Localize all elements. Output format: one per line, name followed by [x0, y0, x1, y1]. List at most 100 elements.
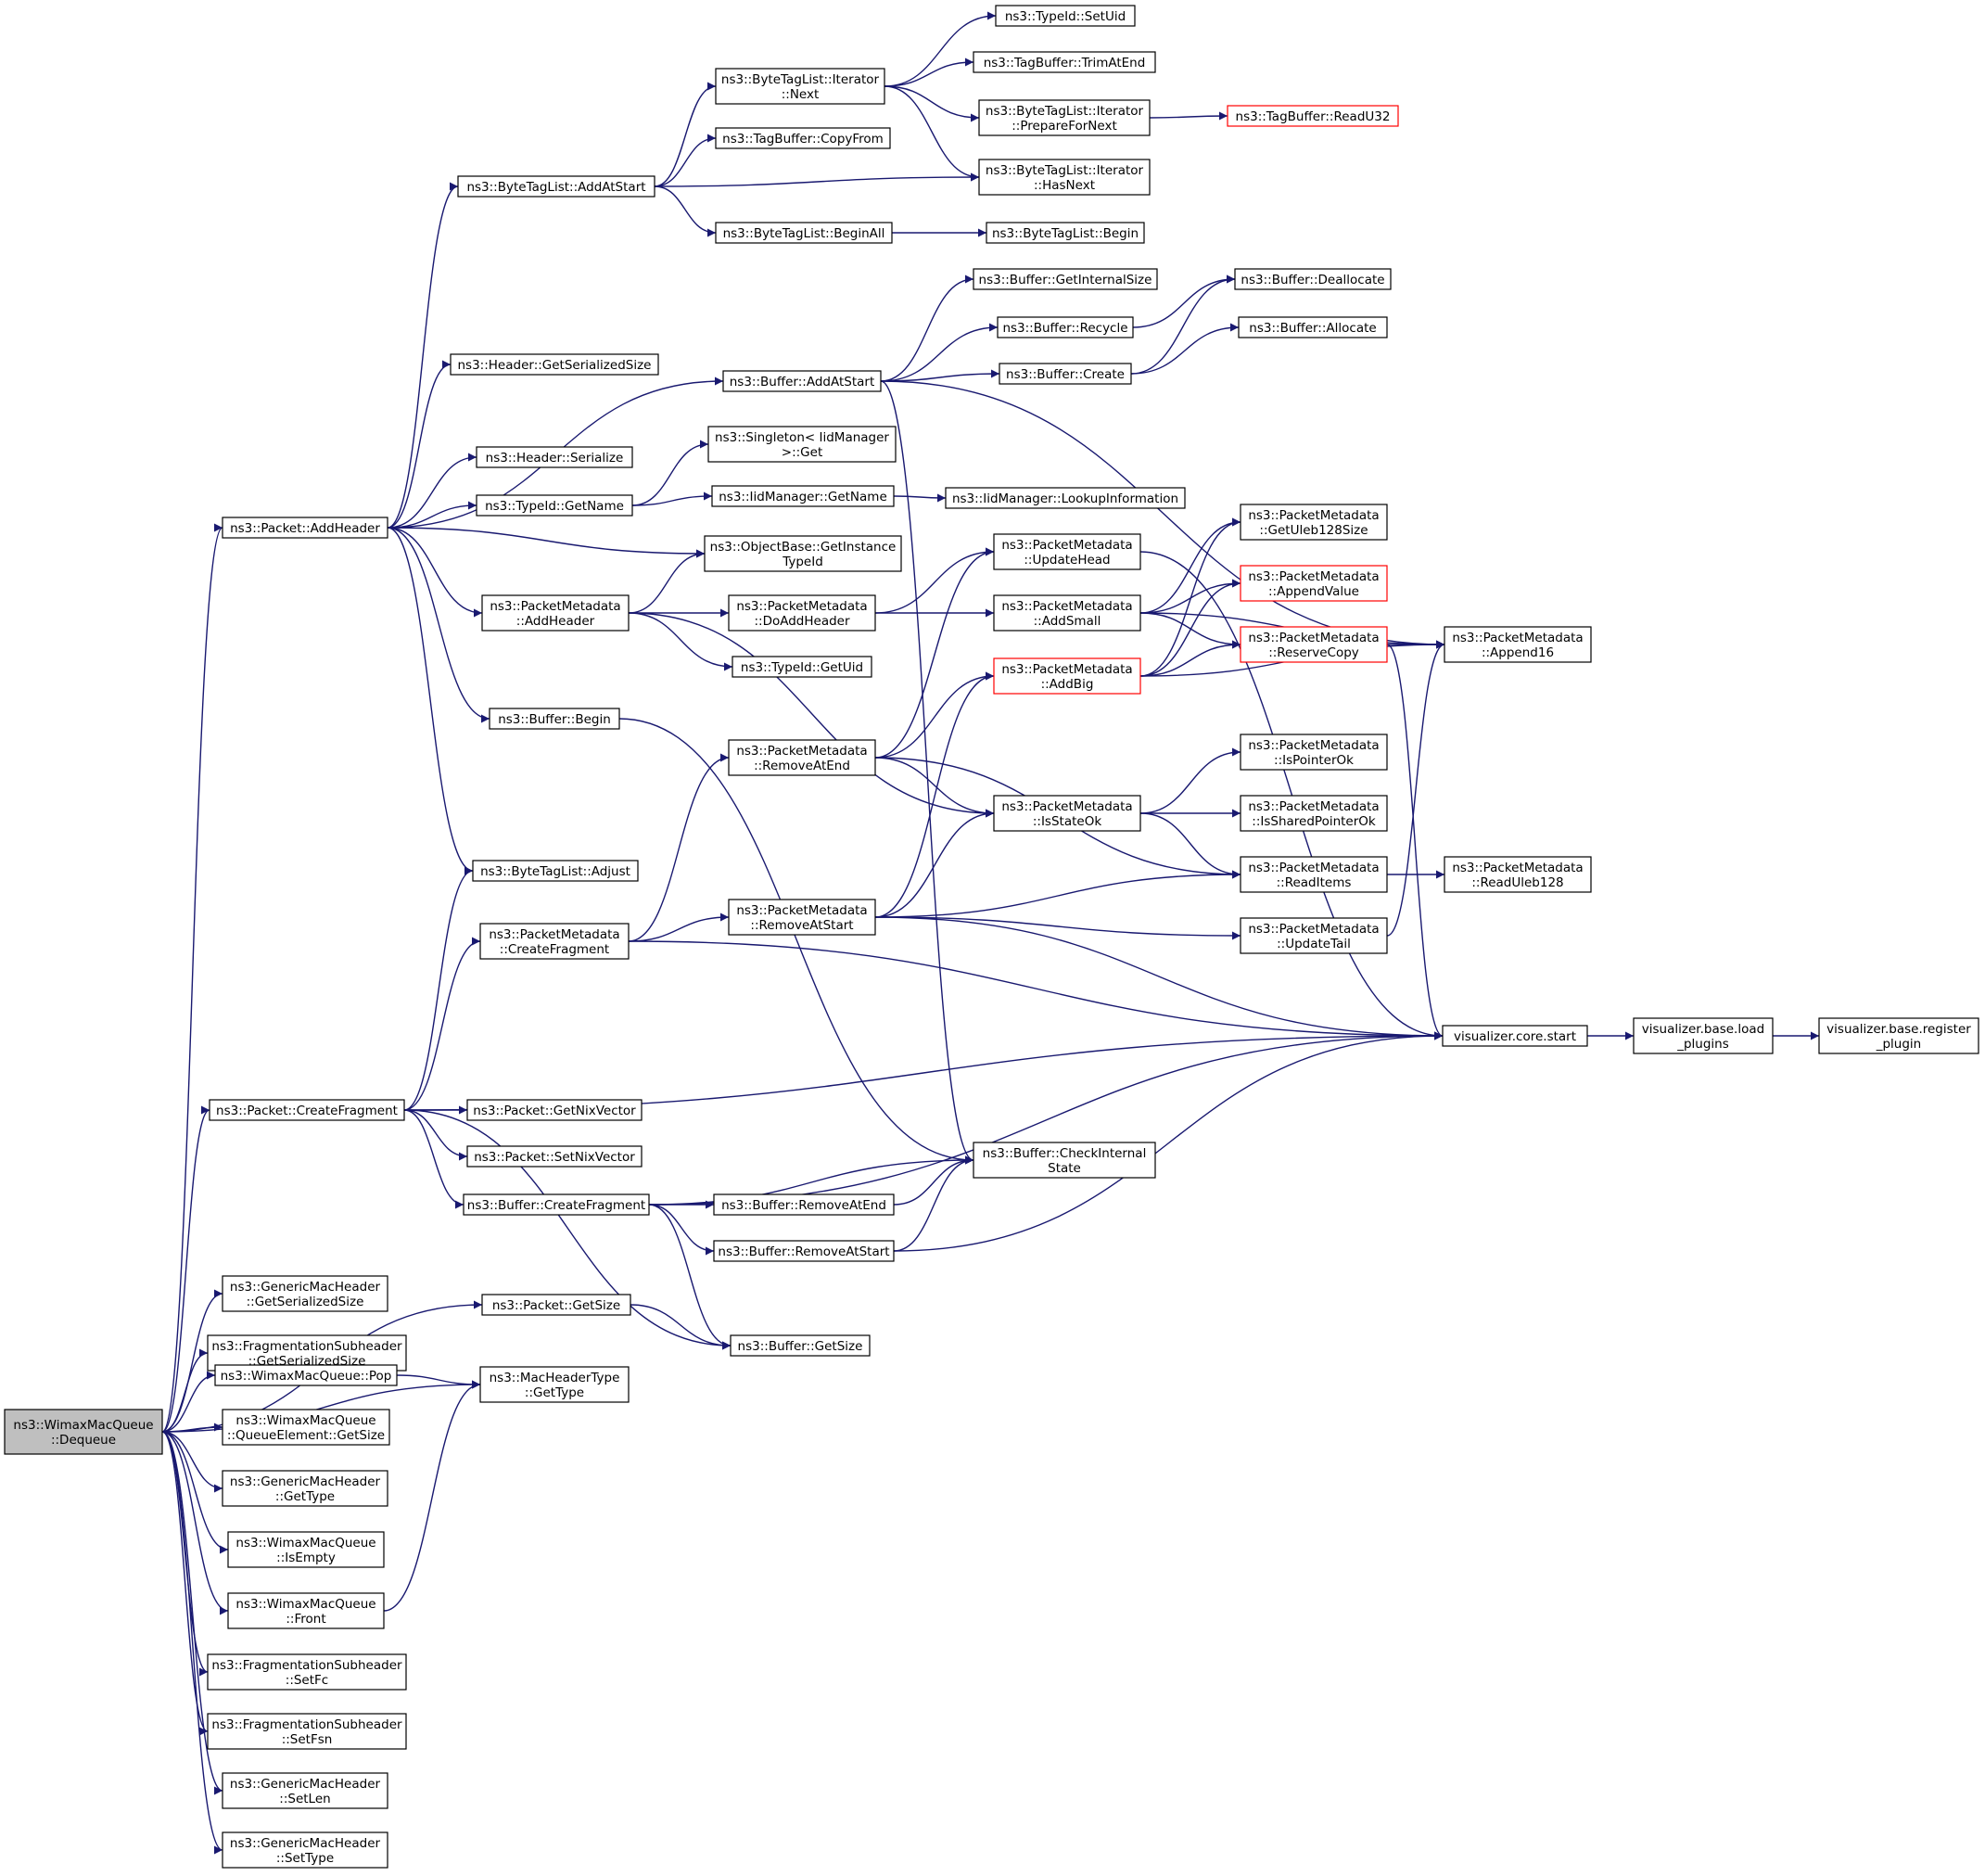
edge-addheader-to-buf_begin	[387, 527, 490, 723]
node-deq[interactable]: ns3::WimaxMacQueue::Dequeue	[4, 1409, 163, 1455]
node-label-line: ns3::PacketMetadata	[1248, 569, 1379, 584]
node-iid_lookup[interactable]: ns3::IidManager::LookupInformation	[945, 487, 1186, 509]
node-isempty[interactable]: ns3::WimaxMacQueue::IsEmpty	[227, 1531, 385, 1568]
node-box	[732, 656, 872, 678]
node-label-line: ns3::TypeId::GetName	[485, 499, 624, 514]
node-box	[222, 1772, 388, 1809]
node-createfrag[interactable]: ns3::Packet::CreateFragment	[209, 1099, 405, 1121]
node-tb_copyfrom[interactable]: ns3::TagBuffer::CopyFrom	[715, 127, 891, 149]
node-buf_getsize[interactable]: ns3::Buffer::GetSize	[730, 1334, 871, 1357]
node-pm_ispointerok[interactable]: ns3::PacketMetadata::IsPointerOk	[1240, 734, 1388, 771]
edge-deq-to-settype	[161, 1431, 223, 1855]
node-hdr_ser[interactable]: ns3::Header::Serialize	[476, 446, 633, 468]
node-iid_getname[interactable]: ns3::IidManager::GetName	[711, 485, 895, 507]
node-setfc[interactable]: ns3::FragmentationSubheader::SetFc	[207, 1653, 407, 1691]
node-buf_alloc[interactable]: ns3::Buffer::Allocate	[1238, 316, 1388, 338]
edge-pop-to-mht_gettype	[396, 1374, 481, 1389]
node-pm_reservecopy[interactable]: ns3::PacketMetadata::ReserveCopy	[1240, 626, 1388, 663]
edge-btl_addatstart-to-it_next	[654, 82, 717, 187]
node-label-line: ::IsSharedPointerOk	[1252, 814, 1376, 829]
edge-deq-to-fsh_gss	[161, 1348, 209, 1433]
node-settype[interactable]: ns3::GenericMacHeader::SetType	[222, 1831, 388, 1869]
node-label-line: ::RemoveAtStart	[750, 918, 853, 933]
node-box	[995, 5, 1136, 27]
node-pm_removeatend[interactable]: ns3::PacketMetadata::RemoveAtEnd	[728, 739, 876, 776]
node-buf_getinternalsize[interactable]: ns3::Buffer::GetInternalSize	[973, 268, 1158, 290]
node-box	[4, 1409, 163, 1455]
node-gmh_gettype[interactable]: ns3::GenericMacHeader::GetType	[222, 1470, 388, 1507]
node-pm_readitems[interactable]: ns3::PacketMetadata::ReadItems	[1240, 856, 1388, 893]
node-buf_dealloc[interactable]: ns3::Buffer::Deallocate	[1234, 268, 1392, 290]
node-pm_addbig[interactable]: ns3::PacketMetadata::AddBig	[993, 657, 1141, 695]
node-hdr_gss[interactable]: ns3::Header::GetSerializedSize	[450, 353, 659, 376]
node-setfsn[interactable]: ns3::FragmentationSubheader::SetFsn	[207, 1713, 407, 1750]
node-addheader[interactable]: ns3::Packet::AddHeader	[222, 517, 388, 539]
node-pm_doaddheader[interactable]: ns3::PacketMetadata::DoAddHeader	[728, 594, 876, 632]
node-box	[209, 1099, 405, 1121]
node-btl_beginall[interactable]: ns3::ByteTagList::BeginAll	[715, 222, 893, 244]
node-buf_removeatstart[interactable]: ns3::Buffer::RemoveAtStart	[713, 1240, 895, 1262]
node-pm_updatehead[interactable]: ns3::PacketMetadata::UpdateHead	[993, 533, 1141, 570]
node-box	[481, 594, 630, 632]
node-buf_recycle[interactable]: ns3::Buffer::Recycle	[997, 316, 1134, 338]
node-label-line: _plugins	[1676, 1037, 1729, 1052]
node-box	[728, 899, 876, 936]
node-typeid_getname[interactable]: ns3::TypeId::GetName	[476, 494, 633, 517]
node-tb_trimatend[interactable]: ns3::TagBuffer::TrimAtEnd	[973, 51, 1156, 73]
node-label-line: ns3::WimaxMacQueue	[235, 1536, 375, 1551]
node-pm_addsmall[interactable]: ns3::PacketMetadata::AddSmall	[993, 594, 1141, 632]
edge-pm_addbig-to-pm_appendvalue	[1139, 579, 1241, 677]
node-buf_addatstart[interactable]: ns3::Buffer::AddAtStart	[722, 370, 882, 392]
node-btl_adjust[interactable]: ns3::ByteTagList::Adjust	[472, 860, 639, 882]
node-label-line: ns3::Buffer::CheckInternal	[983, 1146, 1147, 1161]
edge-pm_createfrag-to-pm_removeatstart	[628, 912, 730, 942]
node-viz_register[interactable]: visualizer.base.register_plugin	[1818, 1017, 1979, 1054]
node-viz_start[interactable]: visualizer.core.start	[1442, 1025, 1588, 1047]
node-it_preparefornext[interactable]: ns3::ByteTagList::Iterator::PrepareForNe…	[978, 99, 1151, 136]
node-mht_gettype[interactable]: ns3::MacHeaderType::GetType	[479, 1366, 630, 1403]
node-singleton_get[interactable]: ns3::Singleton< IidManager>::Get	[707, 426, 897, 463]
node-pm_append16[interactable]: ns3::PacketMetadata::Append16	[1444, 626, 1592, 663]
node-buf_removeatend[interactable]: ns3::Buffer::RemoveAtEnd	[713, 1193, 895, 1216]
node-pm_issharedpointerok[interactable]: ns3::PacketMetadata::IsSharedPointerOk	[1240, 795, 1388, 832]
node-pm_removeatstart[interactable]: ns3::PacketMetadata::RemoveAtStart	[728, 899, 876, 936]
node-btl_addatstart[interactable]: ns3::ByteTagList::AddAtStart	[457, 175, 655, 198]
node-viz_load[interactable]: visualizer.base.load_plugins	[1633, 1017, 1774, 1054]
node-label-line: ns3::Header::GetSerializedSize	[458, 358, 652, 373]
node-label-line: ns3::PacketMetadata	[1248, 861, 1379, 875]
node-pm_getuleb[interactable]: ns3::PacketMetadata::GetUleb128Size	[1240, 504, 1388, 541]
node-typeid_setuid[interactable]: ns3::TypeId::SetUid	[995, 5, 1136, 27]
node-label-line: ::Dequeue	[51, 1433, 116, 1448]
edge-pm_doaddheader-to-pm_updatehead	[874, 547, 995, 614]
node-front[interactable]: ns3::WimaxMacQueue::Front	[227, 1592, 385, 1629]
node-pm_addheader[interactable]: ns3::PacketMetadata::AddHeader	[481, 594, 630, 632]
node-typeid_getuid[interactable]: ns3::TypeId::GetUid	[732, 656, 872, 678]
node-buf_createfrag[interactable]: ns3::Buffer::CreateFragment	[463, 1193, 650, 1216]
node-it_next[interactable]: ns3::ByteTagList::Iterator::Next	[715, 68, 885, 105]
node-getnix[interactable]: ns3::Packet::GetNixVector	[466, 1099, 643, 1121]
node-box	[978, 159, 1151, 196]
node-btl_begin[interactable]: ns3::ByteTagList::Begin	[986, 222, 1145, 244]
node-pm_appendvalue[interactable]: ns3::PacketMetadata::AppendValue	[1240, 565, 1388, 602]
node-pm_readuleb[interactable]: ns3::PacketMetadata::ReadUleb128	[1444, 856, 1592, 893]
node-box	[1240, 795, 1388, 832]
node-pkt_getsize[interactable]: ns3::Packet::GetSize	[481, 1294, 631, 1316]
node-setnix[interactable]: ns3::Packet::SetNixVector	[466, 1145, 643, 1168]
edge-pm_updatetail-to-pm_append16	[1386, 640, 1445, 937]
node-buf_begin[interactable]: ns3::Buffer::Begin	[489, 708, 620, 730]
node-pm_updatetail[interactable]: ns3::PacketMetadata::UpdateTail	[1240, 917, 1388, 954]
node-pm_createfrag[interactable]: ns3::PacketMetadata::CreateFragment	[479, 923, 630, 960]
edge-createfrag-to-pm_createfrag	[403, 937, 481, 1111]
node-box	[476, 446, 633, 468]
node-it_hasnext[interactable]: ns3::ByteTagList::Iterator::HasNext	[978, 159, 1151, 196]
node-setlen[interactable]: ns3::GenericMacHeader::SetLen	[222, 1772, 388, 1809]
node-qe_getsize[interactable]: ns3::WimaxMacQueue::QueueElement::GetSiz…	[222, 1409, 390, 1446]
node-gmh_gss[interactable]: ns3::GenericMacHeader::GetSerializedSize	[222, 1275, 388, 1312]
node-buf_create[interactable]: ns3::Buffer::Create	[999, 363, 1132, 385]
node-pop[interactable]: ns3::WimaxMacQueue::Pop	[214, 1364, 398, 1386]
node-pm_isstateok[interactable]: ns3::PacketMetadata::IsStateOk	[993, 795, 1141, 832]
node-box	[466, 1099, 643, 1121]
node-tb_readu32[interactable]: ns3::TagBuffer::ReadU32	[1227, 105, 1399, 127]
